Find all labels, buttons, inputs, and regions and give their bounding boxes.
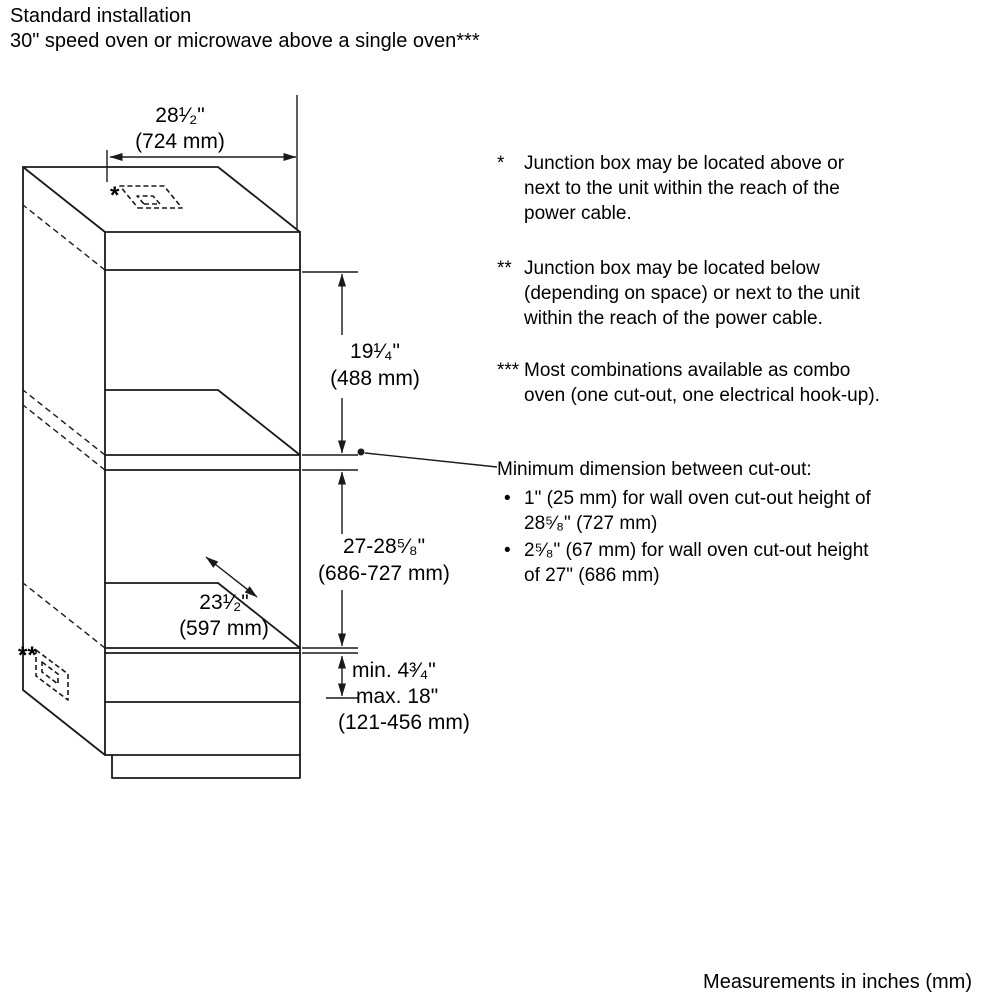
cabinet-top-face xyxy=(22,166,301,233)
callout-bullet: • 2⁵⁄₈" (67 mm) for wall oven cut-out he… xyxy=(504,538,954,588)
dim-upper-mm: (488 mm) xyxy=(330,367,420,390)
cabinet-outline xyxy=(22,166,301,779)
dim-width-mm: (724 mm) xyxy=(135,130,225,153)
dim-width-in: 28¹⁄₂" xyxy=(155,104,204,127)
note-text: Most combinations available as combo ove… xyxy=(524,360,880,406)
cabinet-plinth xyxy=(111,754,301,779)
units-note: Measurements in inches (mm) xyxy=(703,971,972,993)
note-marker: *** xyxy=(497,360,520,381)
note-junction-below: ** Junction box may be located below (de… xyxy=(497,256,954,331)
dim-bottom-max: max. 18" xyxy=(356,685,438,708)
cabinet-front-face xyxy=(104,231,301,756)
bullet-text: 2⁵⁄₈" (67 mm) for wall oven cut-out heig… xyxy=(524,540,869,586)
junction-top-asterisk: * xyxy=(110,182,120,209)
dim-between-in: 27-28⁵⁄₈" xyxy=(343,535,425,558)
junction-box-top xyxy=(119,185,183,209)
bullet-dot: • xyxy=(504,540,511,561)
note-marker: ** xyxy=(497,258,512,279)
dim-bottom-mm: (121-456 mm) xyxy=(338,711,470,734)
junction-box-bottom xyxy=(35,649,69,701)
bullet-dot: • xyxy=(504,488,511,509)
dim-upper-in: 19¹⁄₄" xyxy=(350,340,400,363)
note-junction-above: * Junction box may be located above or n… xyxy=(497,151,954,226)
upper-cutout-interior xyxy=(104,389,301,456)
callout-dot xyxy=(357,448,365,456)
cabinet-left-face-edge xyxy=(22,166,106,756)
note-text: Junction box may be located above or nex… xyxy=(524,153,845,224)
callout-leader-line xyxy=(364,452,498,468)
hidden-edges xyxy=(22,204,106,649)
dim-depth-mm: (597 mm) xyxy=(179,617,269,640)
dimension-lines xyxy=(106,95,498,699)
dim-depth-in: 23¹⁄₂" xyxy=(199,591,248,614)
dim-between-mm: (686-727 mm) xyxy=(318,562,450,585)
callout-bullet: • 1" (25 mm) for wall oven cut-out heigh… xyxy=(504,486,954,536)
note-marker: * xyxy=(497,153,505,174)
junction-bottom-asterisk: ** xyxy=(18,642,37,669)
note-text: Junction box may be located below (depen… xyxy=(524,258,860,329)
callout-heading: Minimum dimension between cut-out: xyxy=(497,459,812,480)
page-title: Standard installation xyxy=(10,5,192,27)
bullet-text: 1" (25 mm) for wall oven cut-out height … xyxy=(524,488,871,534)
note-combo: *** Most combinations available as combo… xyxy=(497,358,954,408)
dim-bottom-min: min. 4³⁄₄" xyxy=(352,659,436,682)
page-subtitle: 30" speed oven or microwave above a sing… xyxy=(10,30,480,52)
